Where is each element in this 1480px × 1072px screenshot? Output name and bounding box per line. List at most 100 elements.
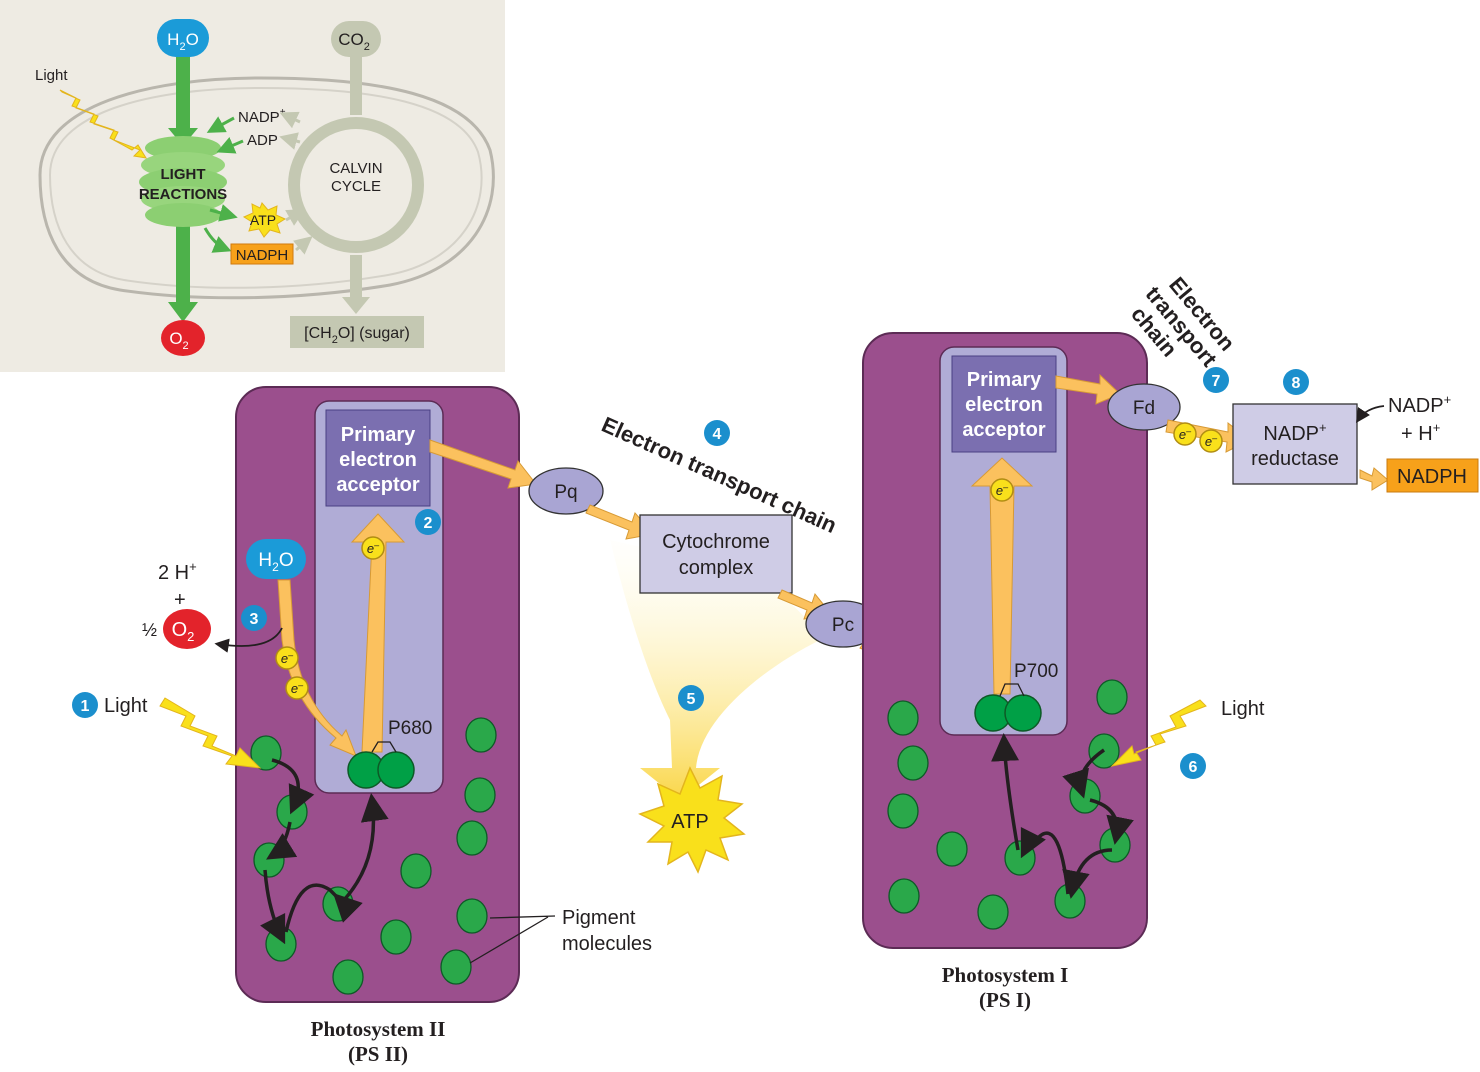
ps1-electron (990, 478, 1014, 502)
inset-oxygen-oval (161, 320, 205, 356)
pigment-molecule (440, 949, 472, 985)
inset-nadph-label: NADPH (236, 247, 289, 264)
fd-electron-2 (1199, 429, 1223, 453)
cytochrome-line-2: complex (679, 557, 753, 579)
step-badge-1 (72, 692, 98, 718)
pigment-molecule (400, 853, 432, 889)
reductase-line-2: reductase (1251, 448, 1339, 470)
ps1-light-bolt (1110, 699, 1207, 767)
nadph-label: NADPH (1397, 466, 1467, 488)
pigment-molecule (887, 793, 919, 829)
pigment-molecule (456, 898, 488, 934)
step-badge-5 (678, 685, 704, 711)
nadp-input-2: + H+ (1401, 420, 1440, 445)
inset-adp-label: ADP (247, 132, 278, 149)
pq-label: Pq (554, 482, 577, 503)
step-badge-6 (1180, 753, 1206, 779)
water-electron-2 (285, 676, 309, 700)
step-number-4: 4 (713, 426, 722, 443)
inset-light-label: Light (35, 67, 68, 84)
ps1-abbr: (PS I) (979, 988, 1031, 1012)
fd-electron-1 (1173, 422, 1197, 446)
h-plus-label: 2 H+ (158, 559, 197, 584)
ps2-oxygen-oval (163, 609, 211, 649)
step-number-1: 1 (81, 698, 90, 715)
ps2-water-label: H2O (258, 550, 293, 574)
light-reactions-label-2: REACTIONS (139, 186, 227, 203)
ps2-light-label: Light (104, 695, 148, 717)
p700-pigment-b (1004, 694, 1042, 732)
ps1-acceptor-line-1: Primary (967, 369, 1042, 391)
pigment-molecule (887, 700, 919, 736)
inset-background (0, 0, 505, 372)
ps2-title: Photosystem II (311, 1017, 446, 1041)
inset-water-label: H2O (167, 30, 199, 53)
nadph-box (1386, 458, 1479, 493)
pigment-molecule (897, 745, 929, 781)
ps2-water-oval (246, 539, 306, 579)
inset-sugar-box (290, 316, 424, 348)
ps2-energy-transfer-arrows (260, 758, 389, 945)
ps2-oxygen-label: O2 (172, 619, 195, 644)
pc-label: Pc (832, 615, 854, 636)
cytochrome-complex-box (639, 514, 793, 594)
step-badge-7 (1203, 367, 1229, 393)
step-number-2: 2 (424, 515, 433, 532)
ps2-electron-label: e– (367, 540, 380, 556)
pigment-molecule (1069, 778, 1101, 814)
inset-water-oval (157, 19, 209, 57)
atp-star (638, 766, 746, 874)
pigment-molecule (276, 794, 308, 830)
cytochrome-line-1: Cytochrome (662, 531, 770, 553)
step-badge-4 (704, 420, 730, 446)
p680-label: P680 (388, 718, 432, 739)
ps1-light-label: Light (1221, 698, 1265, 720)
ps1-energy-transfer-arrows (991, 733, 1134, 899)
arrow-ps2-to-pq (429, 439, 537, 489)
pigment-molecule (888, 878, 920, 914)
calvin-cycle-label-1: CALVIN (329, 160, 382, 177)
pigment-molecule (380, 919, 412, 955)
ps2-acceptor-line-1: Primary (341, 424, 416, 446)
ps1-primary-acceptor-box (951, 355, 1057, 453)
ps2-abbr: (PS II) (348, 1042, 408, 1066)
pigment-label-1: Pigment (562, 907, 636, 929)
light-reactions-label-1: LIGHT (161, 166, 206, 183)
step-number-8: 8 (1292, 375, 1301, 392)
step-badges: 1 2 3 4 5 6 7 8 (72, 367, 1309, 779)
nadp-reductase-box (1232, 403, 1358, 485)
plus-sign: + (174, 589, 186, 611)
step-number-5: 5 (687, 691, 696, 708)
ps1-electron-up-arrow (970, 457, 1034, 695)
overview-inset: LIGHT REACTIONS CALVIN CYCLE H2O CO2 Lig… (0, 0, 505, 372)
half-label: ½ (142, 620, 157, 640)
atp-glow-fan (610, 540, 820, 800)
step-badge-2 (415, 509, 441, 535)
light-reactions-membrane (139, 136, 227, 227)
step-badge-3 (241, 605, 267, 631)
ps2-acceptor-line-2: electron (339, 449, 417, 471)
reductase-line-1: NADP+ (1263, 420, 1326, 445)
fd-electron-1-label: e– (1179, 426, 1192, 442)
calvin-cycle-label-2: CYCLE (331, 178, 381, 195)
inset-oxygen-label: O2 (169, 329, 188, 352)
p700-label: P700 (1014, 661, 1058, 682)
step-number-3: 3 (250, 611, 259, 628)
chloroplast-outline (38, 76, 495, 300)
fd-label: Fd (1133, 398, 1155, 419)
inset-co2-label: CO2 (338, 30, 370, 53)
arrow-ps1-to-fd (1055, 373, 1121, 405)
pigment-molecule (1054, 883, 1086, 919)
pigment-molecule (464, 777, 496, 813)
ps1-acceptor-line-2: electron (965, 394, 1043, 416)
ps1-acceptor-line-3: acceptor (962, 419, 1046, 441)
step-number-7: 7 (1212, 373, 1221, 390)
ps2-electron (361, 536, 385, 560)
inset-atp-label: ATP (250, 212, 276, 228)
fd-electron-2-label: e– (1205, 433, 1218, 449)
pigment-molecule (1096, 679, 1128, 715)
pigment-label-2: molecules (562, 933, 652, 955)
arrow-reductase-to-nadph (1359, 467, 1389, 491)
pigment-molecule (465, 717, 497, 753)
